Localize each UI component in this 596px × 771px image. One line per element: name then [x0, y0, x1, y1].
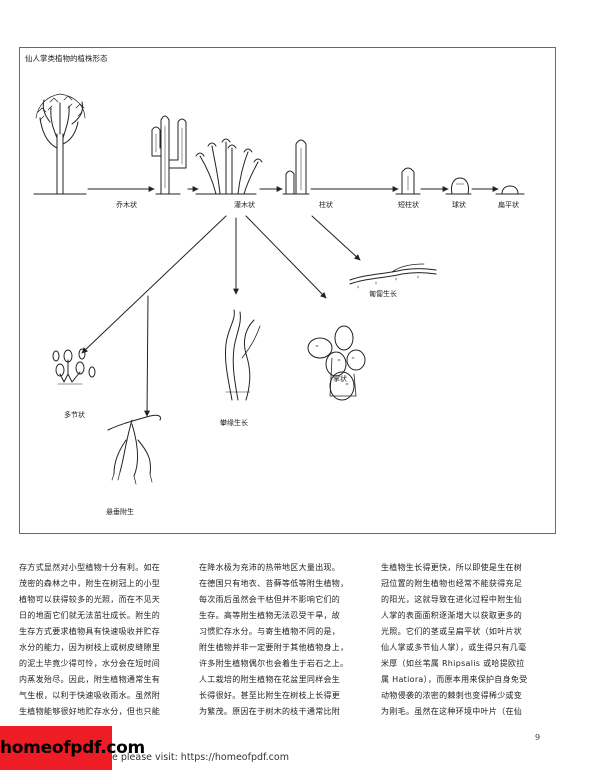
- label-segmented: 多节状: [64, 411, 85, 419]
- text-line: 内蒸发殆尽。因此，附生植物通常生有: [19, 675, 161, 684]
- text-line: 在德国只有地衣、苔藓等低等附生植物，: [199, 579, 349, 588]
- text-line: 人掌的表面面积逐渐增大以获取更多的: [381, 611, 523, 620]
- text-line: 光照。它们的茎或呈扁平状（如叶片状: [381, 627, 523, 636]
- text-line: 人工栽培的附生植物在花盆里同样会生: [199, 675, 341, 684]
- site-logo[interactable]: homeofpdf.com: [0, 726, 145, 770]
- page-number: 9: [535, 733, 541, 742]
- label-climbing: 攀缘生长: [220, 419, 248, 427]
- text-line: 水分的能力，因为树枝上或树皮缝隙里: [19, 643, 161, 652]
- text-line: 为刚毛。虽然在这种环境中叶片（在仙: [381, 707, 523, 716]
- text-line: 许多附生植物偶尔也会着生于岩石之上。: [199, 659, 349, 668]
- globular-cactus-icon: [451, 177, 469, 195]
- text-line: 仙人掌或多节仙人掌），或生得只有几毫: [381, 643, 527, 652]
- label-globular: 球状: [452, 201, 466, 209]
- text-line: 生存。高等附生植物无法忍受干旱，故: [199, 611, 341, 620]
- text-line: 为繁茂。原因在于树木的枝干通常比附: [199, 707, 341, 716]
- body-column-3: 生植物生长得更快，所以即使是生在树 冠位置的附生植物也经常不能获得充足 的阳光，…: [381, 560, 546, 720]
- arborescent-cactus-icon: [35, 93, 86, 195]
- label-columnar: 柱状: [319, 201, 333, 209]
- candelabra-cactus-icon: [151, 115, 187, 195]
- figure-frame: 仙人掌类植物的植株形态: [19, 47, 556, 534]
- flattened-cactus-icon: [501, 185, 519, 195]
- footer-banner: homeofpdf.com e please visit: https://ho…: [0, 723, 596, 771]
- derivation-arrows: [81, 215, 361, 417]
- figure-title: 仙人掌类植物的植株形态: [25, 54, 108, 63]
- text-line: 米厚（如丝苇属 Rhipsalis 或哈提欧拉: [381, 659, 525, 668]
- body-column-2: 在降水极为充沛的热带地区大量出现。 在德国只有地衣、苔藓等低等附生植物， 每次雨…: [199, 560, 364, 720]
- label-shrubby: 灌木状: [234, 201, 255, 209]
- text-line: 生植物生长得更快，所以即使是生在树: [381, 563, 523, 572]
- body-column-1: 存方式显然对小型植物十分有利。如在 茂密的森林之中，附生在树冠上的小型 植物可以…: [19, 560, 184, 720]
- cactus-growth-forms-diagram: [33, 93, 525, 485]
- text-line: 茂密的森林之中，附生在树冠上的小型: [19, 579, 161, 588]
- text-line: 生植物能够很好地贮存水分，但也只能: [19, 707, 161, 716]
- text-line: 每次雨后虽然会干枯但并不影响它们的: [199, 595, 341, 604]
- text-line: 附生植物并非一定要附于其他植物身上，: [199, 643, 349, 652]
- text-line: 在降水极为充沛的热带地区大量出现。: [199, 563, 341, 572]
- text-line: 存方式显然对小型植物十分有利。如在: [19, 563, 161, 572]
- text-line: 冠位置的附生植物也经常不能获得充足: [381, 579, 523, 588]
- label-arborescent: 乔木状: [116, 201, 137, 209]
- text-line: 长得很好。甚至比附生在树枝上长得更: [199, 691, 341, 700]
- label-pendent-epiphyte: 悬垂附生: [106, 508, 134, 516]
- label-creeping: 匍匐生长: [369, 290, 397, 298]
- short-columnar-cactus-icon: [401, 167, 415, 195]
- text-line: 生存方式要求植物具有快速吸收并贮存: [19, 627, 161, 636]
- climbing-cactus-icon: [225, 309, 261, 401]
- label-palmate: 掌状: [333, 375, 347, 383]
- text-line: 属 Hatiora），而原本用来保护自身免受: [381, 675, 528, 684]
- text-line: 日的地面它们就无法茁壮成长。附生的: [19, 611, 161, 620]
- palmate-cactus-icon: [307, 325, 366, 401]
- footer-link-text[interactable]: e please visit: https://homeofpdf.com: [112, 752, 289, 763]
- segmented-cactus-icon: [52, 348, 96, 385]
- label-flattened: 扁平状: [498, 201, 519, 209]
- label-short-columnar: 短柱状: [398, 201, 419, 209]
- text-line: 动物侵袭的浓密的棘刺也变得稀少或变: [381, 691, 523, 700]
- text-line: 气生根，以利于快速吸收雨水。虽然附: [19, 691, 161, 700]
- columnar-cactus-icon: [285, 139, 307, 195]
- text-line: 习惯贮存水分。与寄生植物不同的是，: [199, 627, 341, 636]
- text-line: 的泥土毕竟少得可怜，水分会在短时间: [19, 659, 161, 668]
- shrubby-cactus-icon: [195, 138, 263, 195]
- creeping-cactus-icon: [349, 263, 437, 289]
- text-line: 植物可以获得较多的光照，而在不见天: [19, 595, 161, 604]
- text-line: 的阳光，这就导致在进化过程中附生仙: [381, 595, 523, 604]
- pendent-epiphyte-cactus-icon: [107, 414, 161, 485]
